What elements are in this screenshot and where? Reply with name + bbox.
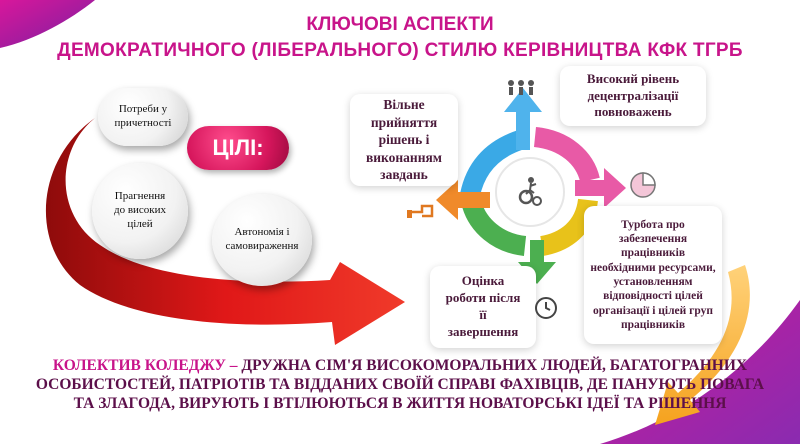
pie-chart-icon — [630, 172, 656, 198]
card-care: Турбота про забезпечення працівників нео… — [584, 206, 722, 344]
motto-lead: КОЛЕКТИВ КОЛЕДЖУ – — [52, 357, 238, 374]
title-line-1: КЛЮЧОВІ АСПЕКТИ — [306, 14, 494, 35]
orange-arrow — [655, 265, 750, 425]
goals-badge: ЦІЛІ: — [187, 126, 289, 170]
motto-text: ДРУЖНА СІМ'Я ВИСОКОМОРАЛЬНИХ ЛЮДЕЙ, БАГА… — [35, 357, 765, 412]
goal-need-belonging: Потреби у причетності — [98, 88, 188, 146]
card-care-text: Турбота про забезпечення працівників нео… — [590, 218, 716, 332]
motto: КОЛЕКТИВ КОЛЕДЖУ – ДРУЖНА СІМ'Я ВИСОКОМО… — [30, 357, 770, 414]
corner-shape-bottom-right — [600, 300, 800, 444]
card-decentralization: Високий рівень децентралізації повноваже… — [560, 66, 706, 126]
goal-high-aims-label: Прагнення до високих цілей — [113, 190, 167, 230]
goal-autonomy-label: Автономія і самовираження — [225, 226, 299, 252]
card-decentralization-text: Високий рівень децентралізації повноваже… — [586, 70, 680, 120]
card-free-decisions: Вільне прийняття рішень і виконанням зав… — [350, 94, 458, 186]
corner-shape-top-left — [0, 0, 95, 48]
gears-climber-icon — [518, 177, 542, 206]
goal-high-aims: Прагнення до високих цілей — [92, 163, 188, 259]
red-swoosh-arrow — [45, 118, 405, 345]
card-free-decisions-text: Вільне прийняття рішень і виконанням зав… — [365, 97, 442, 183]
people-icon — [508, 80, 534, 95]
title-line-2: ДЕМОКРАТИЧНОГО (ЛІБЕРАЛЬНОГО) СТИЛЮ КЕРІ… — [57, 40, 743, 61]
clock-icon — [535, 297, 557, 319]
card-evaluation: Оцінка роботи після її завершення — [430, 266, 536, 348]
goal-autonomy: Автономія і самовираження — [212, 194, 312, 286]
card-evaluation-text: Оцінка роботи після її завершення — [445, 273, 521, 339]
hand-tool-icon — [407, 204, 434, 218]
goal-need-belonging-label: Потреби у причетності — [114, 103, 172, 129]
